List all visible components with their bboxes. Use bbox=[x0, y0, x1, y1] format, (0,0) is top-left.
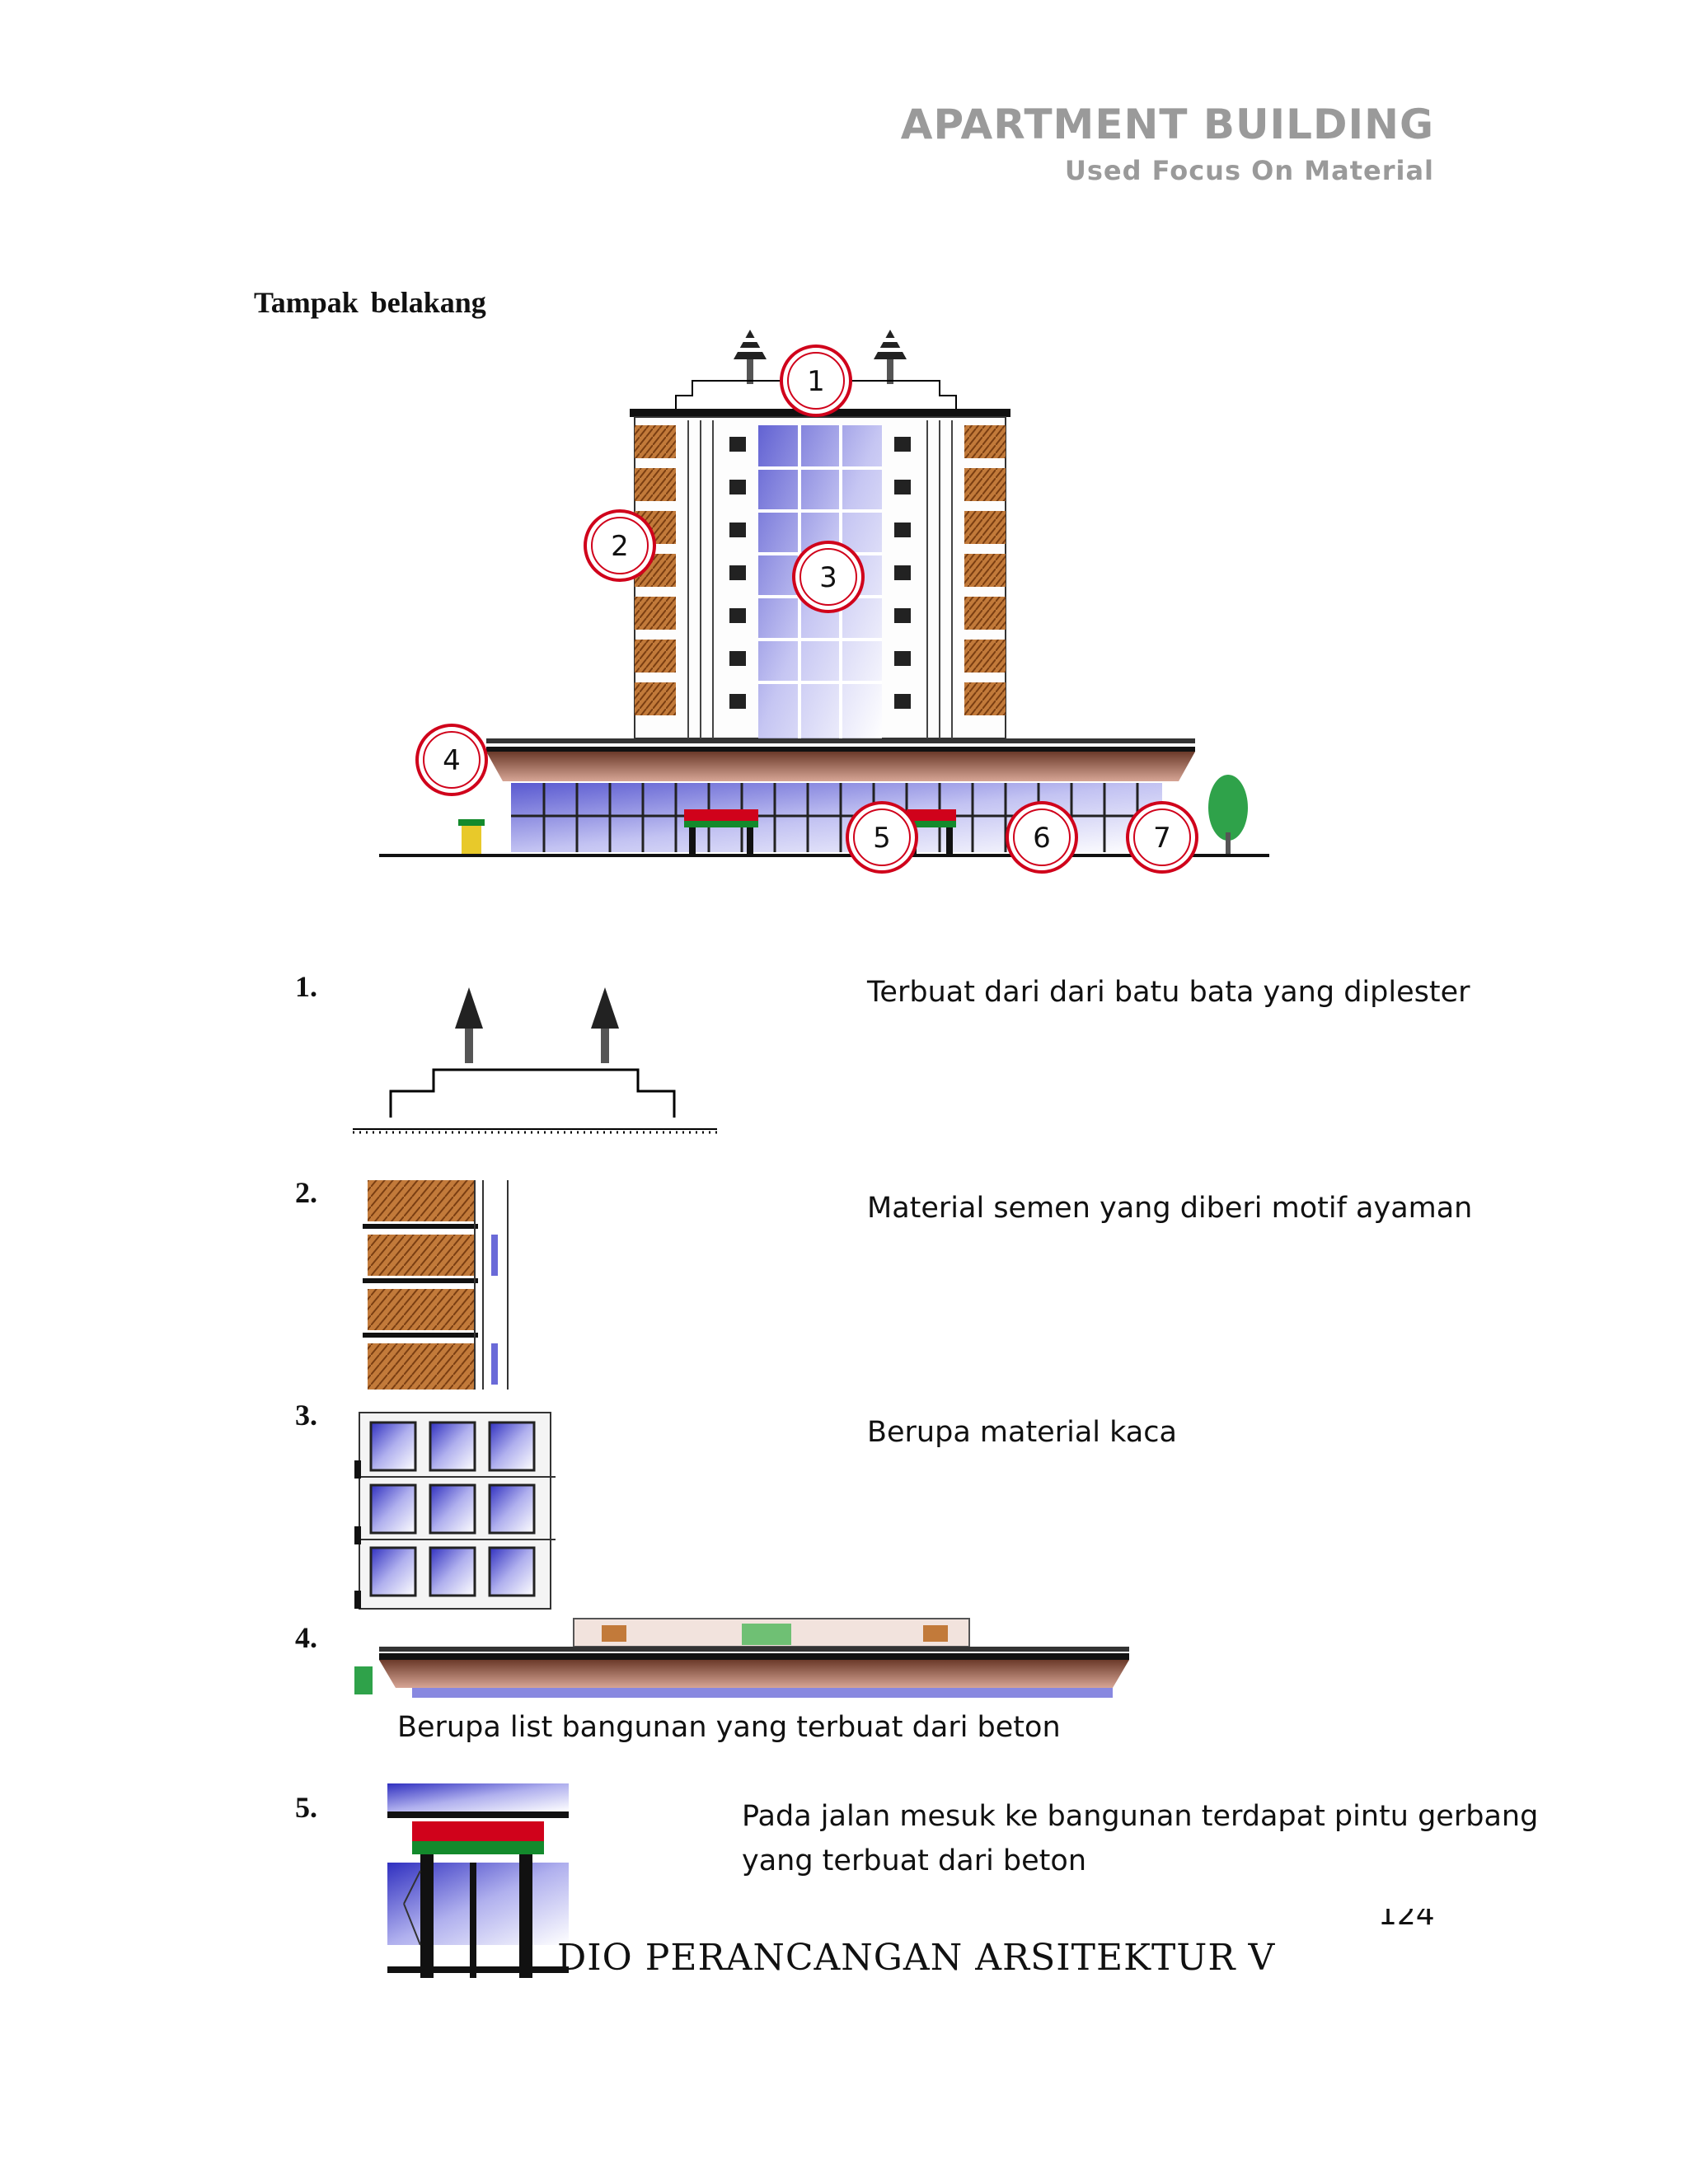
item-description-4: Berupa list bangunan yang terbuat dari b… bbox=[397, 1711, 1061, 1744]
item-description-3: Berupa material kaca bbox=[867, 1416, 1177, 1449]
entrance-gate-left bbox=[684, 809, 758, 855]
detail-glass-panels bbox=[354, 1412, 556, 1610]
item-number-3: 3. bbox=[295, 1399, 317, 1432]
detail-woven-cement bbox=[363, 1180, 509, 1390]
brick-bays-right bbox=[964, 425, 1006, 715]
item-number-2: 2. bbox=[295, 1176, 317, 1209]
header-title: APARTMENT BUILDING bbox=[900, 101, 1434, 148]
detail-concrete-cornice bbox=[354, 1618, 1129, 1698]
tree-icon bbox=[1208, 775, 1248, 857]
callout-label: 1 bbox=[807, 365, 825, 398]
callout-6: 6 bbox=[1006, 801, 1078, 874]
callout-label: 3 bbox=[819, 561, 837, 594]
callout-1: 1 bbox=[780, 344, 852, 417]
header-subtitle: Used Focus On Material bbox=[1064, 155, 1434, 186]
roof-spire-right bbox=[872, 330, 908, 384]
callout-4: 4 bbox=[415, 724, 488, 796]
footer-text: DIO PERANCANGAN ARSITEKTUR V bbox=[557, 1937, 1276, 1979]
item-number-4: 4. bbox=[295, 1621, 317, 1654]
callout-label: 7 bbox=[1153, 822, 1171, 855]
podium-roof-band bbox=[486, 752, 1195, 781]
item-description-5-line2: yang terbuat dari beton bbox=[742, 1844, 1087, 1877]
callout-3: 3 bbox=[792, 541, 865, 613]
item-number-1: 1. bbox=[295, 970, 317, 1003]
callout-5: 5 bbox=[846, 801, 918, 874]
section-title: Tampak belakang bbox=[254, 286, 486, 319]
item-description-5-line1: Pada jalan mesuk ke bangunan terdapat pi… bbox=[742, 1800, 1539, 1833]
roof-spire-left bbox=[732, 330, 768, 384]
callout-2: 2 bbox=[584, 509, 656, 582]
page-number: 124 bbox=[1378, 1909, 1435, 1927]
brick-bays-left bbox=[635, 425, 676, 715]
callout-7: 7 bbox=[1126, 801, 1198, 874]
callout-label: 4 bbox=[443, 744, 461, 777]
detail-roof-parapet bbox=[353, 987, 717, 1134]
item-description-1: Terbuat dari dari batu bata yang diplest… bbox=[867, 976, 1470, 1009]
callout-label: 6 bbox=[1033, 822, 1051, 855]
callout-label: 5 bbox=[873, 822, 891, 855]
item-number-5: 5. bbox=[295, 1791, 317, 1824]
callout-label: 2 bbox=[611, 530, 629, 563]
detail-entrance-gate bbox=[387, 1780, 569, 1981]
item-description-2: Material semen yang diberi motif ayaman bbox=[867, 1192, 1473, 1225]
rear-elevation-drawing: 1 2 3 4 5 6 7 bbox=[379, 330, 1269, 874]
